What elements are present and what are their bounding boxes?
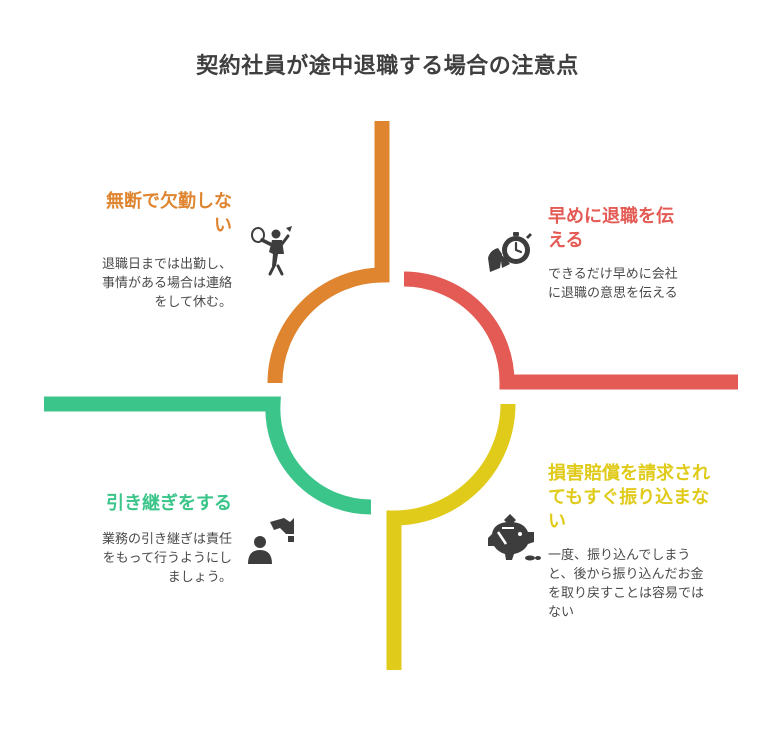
desc-line: ましょう。 [167,570,232,585]
piggy-bank-icon [488,514,541,561]
desc-line: を取り戻すことは容易では [548,586,705,601]
heading-line: 損害賠償を請求され [548,463,710,484]
heading-no-immediate-payment: 損害賠償を請求され てもすぐ振り込まな い [548,462,748,534]
desc-line: 一度、振り込んでしまう [548,548,691,563]
desc-line: できるだけ早めに会社 [548,267,678,282]
desc-line: と、後から振り込んだお金 [548,567,704,582]
desc-line: をして休む。 [154,295,232,310]
desc-early-notice: できるだけ早めに会社 に退職の意思を伝える [548,265,728,303]
orange-connector [267,121,390,384]
handover-person-icon [248,518,294,564]
desc-line: ない [548,605,575,620]
badminton-player-icon [251,226,292,276]
heading-line: い [548,511,566,532]
heading-line: 引き継ぎをする [106,493,232,514]
heading-handover: 引き継ぎをする [60,492,232,516]
yellow-connector [386,403,516,670]
stopwatch-in-hand-icon [488,232,532,272]
heading-line: える [548,230,584,251]
heading-line: 早めに退職を伝 [548,206,674,227]
desc-line: 退職日までは出勤し、 [101,257,232,272]
desc-line: 事情がある場合は連絡 [101,276,232,291]
heading-line: い [214,215,232,236]
desc-line: をもって行うようにし [102,551,232,566]
desc-handover: 業務の引き継ぎは責任 をもって行うようにし ましょう。 [60,530,232,587]
heading-line: 無断で欠勤しな [106,191,232,212]
page-title: 契約社員が途中退職する場合の注意点 [196,54,579,79]
heading-line: てもすぐ振り込まな [548,487,710,508]
heading-no-absence: 無断で欠勤しな い [60,190,232,238]
desc-no-absence: 退職日までは出勤し、 事情がある場合は連絡 をして休む。 [60,255,232,312]
heading-early-notice: 早めに退職を伝 える [548,205,718,253]
desc-no-immediate-payment: 一度、振り込んでしまう と、後から振り込んだお金 を取り戻すことは容易では ない [548,546,748,622]
desc-line: 業務の引き継ぎは責任 [101,532,232,547]
desc-line: に退職の意思を伝える [548,286,678,301]
red-connector [403,271,738,390]
green-connector [44,396,372,515]
